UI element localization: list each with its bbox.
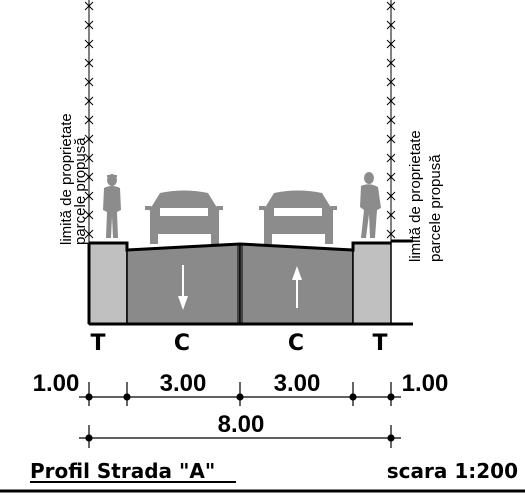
lane-code-left-sidewalk: T (90, 331, 105, 356)
boundary-x-mark (386, 210, 396, 220)
car-icon (145, 190, 223, 244)
sidewalk-left (88, 242, 128, 325)
boundary-x-mark (386, 153, 396, 163)
boundary-x-mark (386, 77, 396, 87)
lane-code-right-lane: C (288, 331, 304, 356)
property-line-label-left: limită de proprietate parcele propusă (58, 113, 89, 245)
boundary-x-mark (84, 172, 94, 182)
drawing-title: Profil Strada "A" (30, 459, 215, 483)
property-label-line1: limită de proprietate (407, 130, 424, 262)
boundary-x-mark (84, 77, 94, 87)
boundary-x-mark (386, 191, 396, 201)
boundary-x-mark (84, 191, 94, 201)
boundary-x-mark (386, 58, 396, 68)
drawing-scale: scara 1:200 (387, 459, 518, 483)
boundary-x-mark (386, 172, 396, 182)
property-label-line1: limită de proprietate (58, 113, 75, 245)
lane-code-right-sidewalk: T (372, 331, 387, 356)
boundary-x-mark (84, 210, 94, 220)
boundary-x-mark (84, 58, 94, 68)
dimension-right-sidewalk: 1.00 (402, 370, 449, 397)
boundary-x-mark (84, 229, 94, 239)
boundary-x-mark (386, 115, 396, 125)
boundary-x-mark (386, 20, 396, 30)
boundary-x-mark (386, 229, 396, 239)
property-line-right (386, 0, 396, 243)
boundary-x-mark (386, 39, 396, 49)
property-label-line2: parcele propusă (72, 137, 89, 245)
arrow-up-icon (292, 266, 302, 308)
boundary-x-mark (386, 1, 396, 11)
boundary-x-mark (386, 96, 396, 106)
dimension-left-sidewalk: 1.00 (33, 370, 80, 397)
boundary-x-mark (84, 96, 94, 106)
lane-code-left-lane: C (174, 331, 190, 356)
boundary-x-mark (84, 1, 94, 11)
dimension-left-lane: 3.00 (160, 370, 207, 397)
property-line-label-right: limită de proprietate parcele propusă (407, 130, 444, 262)
arrow-down-icon (178, 265, 188, 310)
boundary-x-mark (84, 153, 94, 163)
property-line-left (84, 0, 94, 243)
dimension-right-lane: 3.00 (274, 370, 321, 397)
property-label-line2: parcele propusă (427, 154, 444, 262)
dimension-total: 8.00 (218, 411, 265, 438)
sidewalk-right (352, 242, 392, 325)
car-icon (259, 190, 337, 244)
pedestrian-icon (360, 172, 381, 238)
boundary-x-mark (84, 39, 94, 49)
boundary-x-mark (84, 115, 94, 125)
road-outline (87, 239, 413, 326)
boundary-x-mark (84, 20, 94, 30)
boundary-x-mark (84, 134, 94, 144)
dimension-line-total (79, 425, 401, 448)
pedestrian-icon (103, 174, 121, 238)
boundary-x-mark (386, 134, 396, 144)
dimension-line (79, 382, 401, 406)
